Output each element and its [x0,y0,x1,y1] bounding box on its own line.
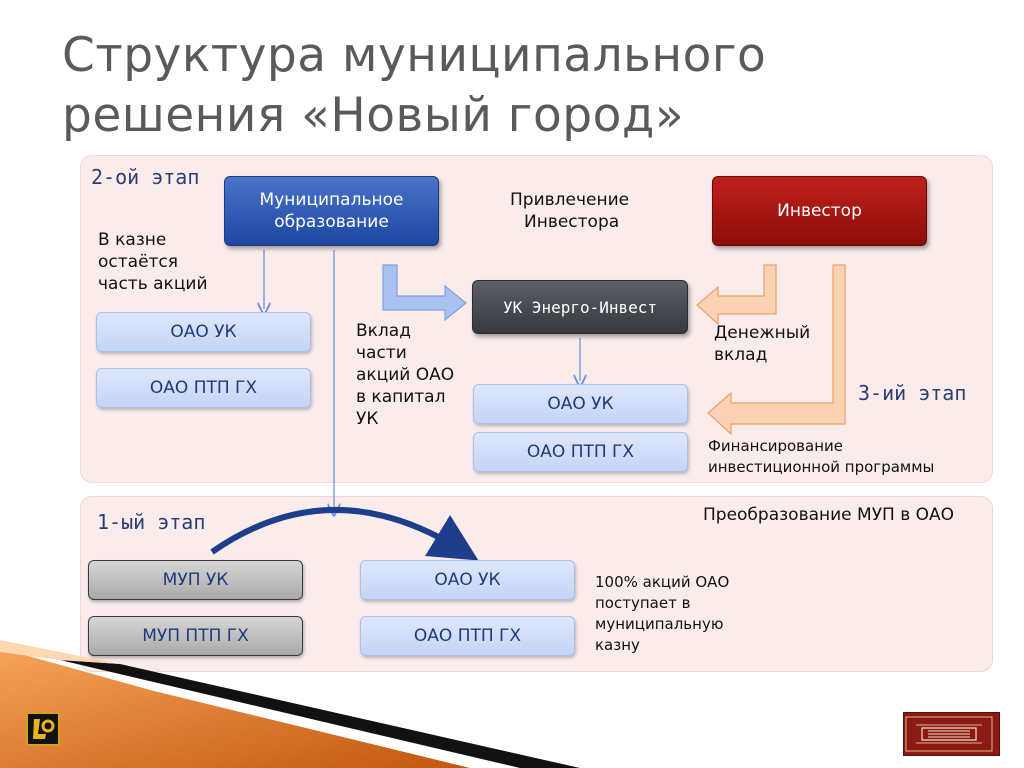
transform-note: Преобразование МУП в ОАО [703,505,955,525]
oao-uk-center-label: ОАО УК [547,394,614,414]
attract-investor-note: Привлечение Инвестора [510,189,629,233]
treasury-line-2: остаётся [98,252,179,272]
brand-logo-icon [26,712,60,746]
financing-line-1: Финансирование [708,437,843,455]
contribution-line-5: УК [356,409,379,429]
contribution-line-1: Вклад [356,321,411,341]
shares-line-4: казну [595,636,640,654]
oao-uk-bottom-label: ОАО УК [434,570,501,590]
oao-ptp-bottom-box: ОАО ПТП ГХ [360,616,575,656]
shares-line-1: 100% акций ОАО [595,573,730,591]
mup-ptp-box: МУП ПТП ГХ [88,616,303,656]
treasury-line-3: часть акций [98,274,208,294]
mup-ptp-label: МУП ПТП ГХ [142,626,249,646]
uk-energo-label: УК Энерго-Инвест [502,297,658,317]
stage1-label: 1-ый этап [97,510,206,534]
attract-line-2: Инвестора [524,212,620,232]
financing-note: Финансирование инвестиционной программы [708,436,934,478]
oao-ptp-left-box: ОАО ПТП ГХ [96,368,311,408]
slide-title: Структура муниципального решения «Новый … [62,26,962,146]
title-line-1: Структура муниципального [62,28,767,83]
oao-uk-center-box: ОАО УК [473,384,688,424]
title-line-2: решения «Новый город» [62,88,685,143]
cash-line-1: Денежный [714,323,811,343]
uk-energo-box: УК Энерго-Инвест [472,280,688,334]
shares-note: 100% акций ОАО поступает в муниципальную… [595,572,729,656]
shares-line-2: поступает в [595,594,691,612]
attract-line-1: Привлечение [510,190,630,210]
treasury-line-1: В казне [98,230,167,250]
contribution-line-3: акций ОАО [356,365,455,385]
shares-line-3: муниципальную [595,615,724,633]
investor-label: Инвестор [777,201,862,221]
mup-uk-box: МУП УК [88,560,303,600]
oao-ptp-center-label: ОАО ПТП ГХ [526,442,635,462]
contribution-line-4: в капитал [356,387,446,407]
municipal-box: Муниципальное образование [224,176,439,246]
oao-ptp-left-label: ОАО ПТП ГХ [149,378,258,398]
stage3-label: 3-ий этап [858,381,967,405]
oao-uk-left-box: ОАО УК [96,312,311,352]
stage2-label: 2-ой этап [91,165,200,189]
mup-uk-label: МУП УК [162,570,229,590]
investor-box: Инвестор [712,176,927,246]
oao-uk-left-label: ОАО УК [170,322,237,342]
treasury-note: В казне остаётся часть акций [98,229,208,295]
cash-contribution-note: Денежный вклад [714,322,810,366]
bank-logo-icon [903,712,1000,756]
oao-ptp-bottom-label: ОАО ПТП ГХ [413,626,522,646]
oao-uk-bottom-box: ОАО УК [360,560,575,600]
municipal-label: Муниципальное образование [259,190,404,232]
contribution-line-2: части [356,343,407,363]
oao-ptp-center-box: ОАО ПТП ГХ [473,432,688,472]
contribution-note: Вклад части акций ОАО в капитал УК [356,320,454,430]
financing-line-2: инвестиционной программы [708,458,935,476]
cash-line-2: вклад [714,345,768,365]
